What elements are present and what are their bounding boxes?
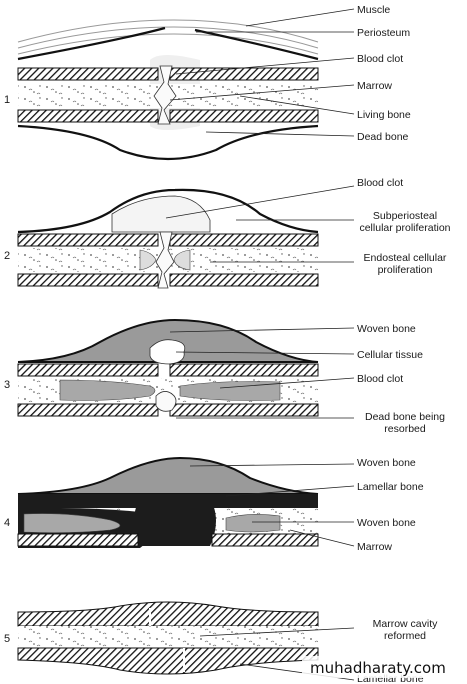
callus-outline-lower	[17, 124, 319, 161]
lower-cortex-remodeled	[17, 647, 319, 675]
label-endosteal-proliferation: Endosteal cellular proliferation	[364, 252, 447, 276]
panel-number: 2	[4, 250, 10, 262]
woven-bone-marrow	[23, 513, 121, 533]
label-lamellar-bone: Lamellar bone	[357, 481, 424, 493]
label-blood-clot: Blood clot	[357, 373, 403, 385]
muscle-fiber-lines	[17, 19, 319, 43]
woven-bone-marrow	[59, 379, 156, 401]
label-marrow: Marrow	[357, 541, 392, 553]
upper-cortex-right	[169, 67, 319, 81]
fracture-line	[155, 231, 175, 289]
label-periosteum: Periosteum	[357, 27, 410, 39]
endosteal-proliferation	[139, 249, 157, 271]
label-subperiosteal-proliferation: Subperiosteal cellular proliferation	[359, 210, 450, 234]
panel-2: 2 Blood clot Subperiosteal cellular prol…	[4, 177, 451, 289]
panel-number: 3	[4, 379, 10, 391]
label-living-bone: Living bone	[357, 109, 411, 121]
label-marrow-cavity-reformed: Marrow cavity reformed	[373, 618, 438, 642]
label-woven-bone: Woven bone	[357, 323, 416, 335]
panel-number: 4	[4, 517, 10, 529]
label-dead-bone-resorbed: Dead bone being resorbed	[365, 411, 445, 435]
label-blood-clot: Blood clot	[357, 53, 403, 65]
label-blood-clot: Blood clot	[357, 177, 403, 189]
watermark: muhadharaty.com	[310, 659, 446, 677]
marrow-cavity-reformed	[18, 626, 318, 648]
panel-1: 1 Muscle Periosteum Blood clot Marrow Li…	[4, 4, 411, 161]
panel-3: 3 Woven bone Cellular tissue Blood clot …	[4, 318, 445, 435]
woven-bone-callus	[17, 456, 319, 495]
periosteum-left	[17, 26, 166, 61]
label-woven-bone-2: Woven bone	[357, 517, 416, 529]
watermark-backdrop	[302, 656, 467, 678]
periosteum-right	[194, 28, 319, 61]
label-cellular-tissue: Cellular tissue	[357, 349, 423, 361]
fracture-line	[153, 65, 177, 125]
label-woven-bone: Woven bone	[357, 457, 416, 469]
blood-clot-region	[111, 195, 211, 233]
lamellar-bone-bridge	[134, 498, 216, 546]
callus-outline	[17, 188, 319, 234]
blood-clot-region	[155, 391, 177, 412]
label-lamellar-bone: Lamellar bone	[357, 673, 424, 684]
panel-4: 4 Woven bone Lamellar bone Woven bone Ma…	[4, 456, 424, 553]
label-muscle: Muscle	[357, 4, 390, 16]
upper-cortex-left	[17, 67, 159, 81]
label-marrow: Marrow	[357, 80, 392, 92]
panel-number: 1	[4, 94, 10, 106]
panel-5: 5 Marrow cavity reformed Lamellar bone	[4, 601, 438, 684]
lower-cortex-right	[169, 109, 319, 123]
lower-cortex-left	[17, 109, 159, 123]
panel-number: 5	[4, 633, 10, 645]
upper-cortex-remodeled	[17, 601, 319, 627]
label-dead-bone: Dead bone	[357, 131, 409, 143]
